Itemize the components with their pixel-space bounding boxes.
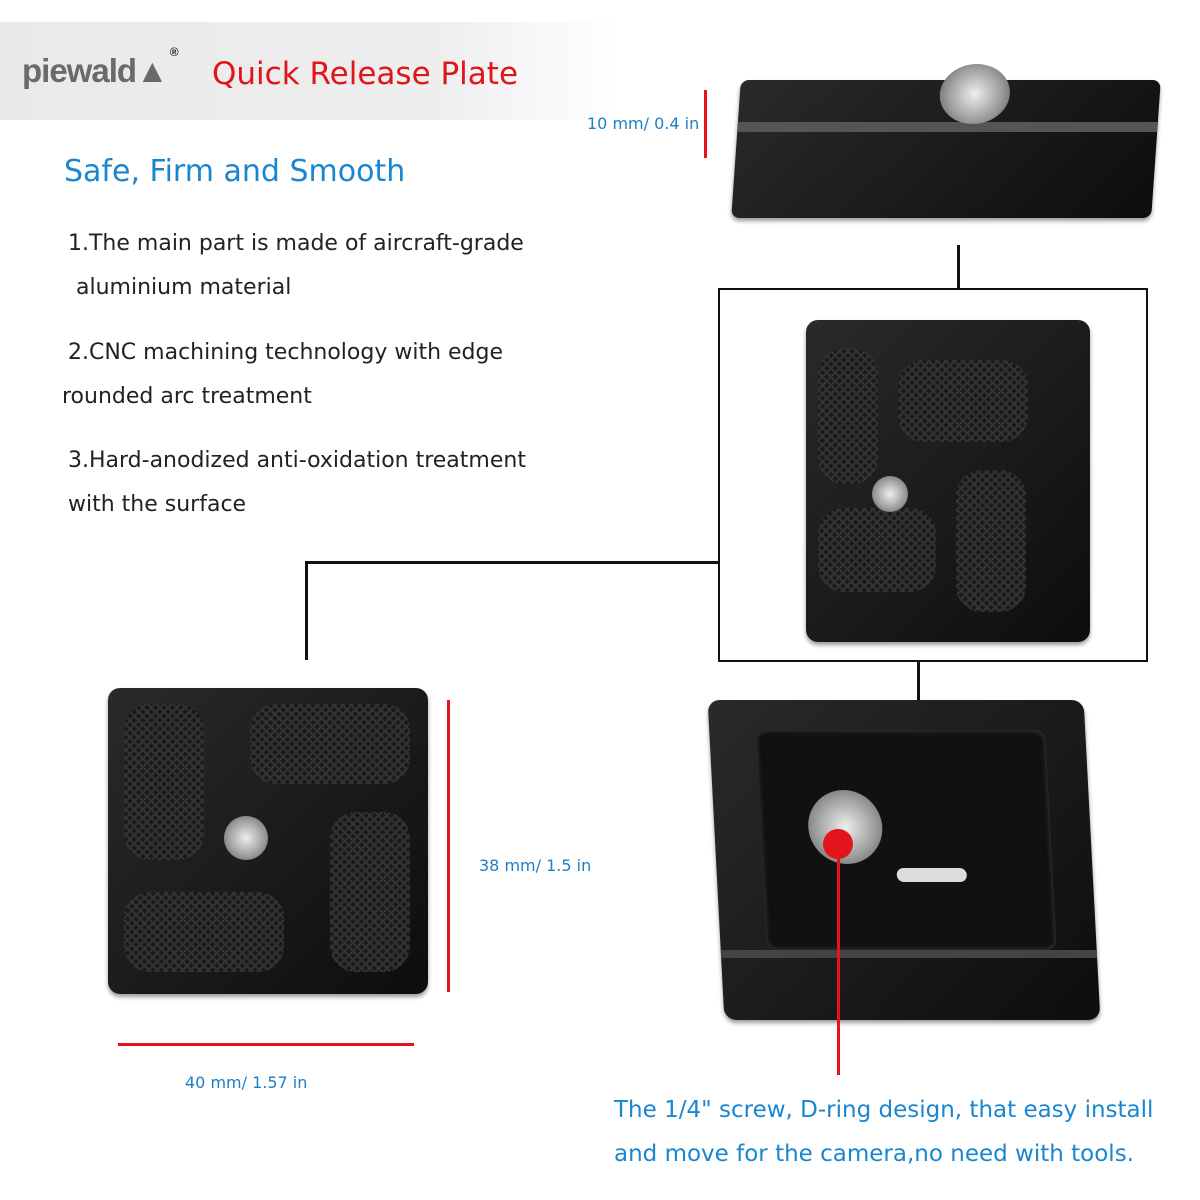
feature-3-line2: with the surface xyxy=(68,492,247,517)
subtitle: Safe, Firm and Smooth xyxy=(64,154,406,189)
screw-pointer-arrow xyxy=(837,845,840,1075)
header-band xyxy=(0,22,620,120)
feature-1-line2: aluminium material xyxy=(76,275,292,300)
connector-line xyxy=(917,661,920,703)
plate-side-view xyxy=(731,64,1161,218)
connector-line xyxy=(957,245,960,289)
registered-mark: ® xyxy=(169,45,179,59)
screw-icon xyxy=(224,816,268,860)
grip-pad xyxy=(818,348,878,484)
plate-top-view xyxy=(707,700,1101,1020)
feature-1: 1.The main part is made of aircraft-grad… xyxy=(68,222,524,310)
grip-pad xyxy=(330,812,410,972)
feature-2-line2: rounded arc treatment xyxy=(62,384,312,409)
mounting-slot xyxy=(896,868,968,882)
caption-line2: and move for the camera,no need with too… xyxy=(614,1141,1134,1167)
feature-3-line1: 3.Hard-anodized anti-oxidation treatment xyxy=(68,448,526,473)
plate-groove xyxy=(720,950,1098,958)
logo-text: piewald xyxy=(22,52,137,89)
height-label: 38 mm/ 1.5 in xyxy=(479,856,592,875)
grip-pad xyxy=(124,704,204,860)
grip-pad xyxy=(124,892,284,972)
detail-frame xyxy=(718,288,1148,662)
plate-groove xyxy=(737,122,1158,132)
connector-line xyxy=(305,561,308,660)
width-label: 40 mm/ 1.57 in xyxy=(185,1073,308,1092)
feature-1-line1: 1.The main part is made of aircraft-grad… xyxy=(68,231,524,256)
caption-line1: The 1/4" screw, D-ring design, that easy… xyxy=(614,1097,1154,1123)
screw-caption: The 1/4" screw, D-ring design, that easy… xyxy=(614,1088,1153,1176)
feature-3: 3.Hard-anodized anti-oxidation treatment… xyxy=(68,439,526,527)
grip-pad xyxy=(818,508,936,592)
feature-2-line1: 2.CNC machining technology with edge xyxy=(68,340,504,365)
width-arrow xyxy=(118,1043,414,1046)
thickness-label: 10 mm/ 0.4 in xyxy=(587,114,700,133)
grip-pad xyxy=(898,360,1028,442)
plate-bottom-view xyxy=(806,320,1090,642)
grip-pad xyxy=(250,704,410,784)
plate-front-view xyxy=(108,688,428,994)
feature-2: 2.CNC machining technology with edge rou… xyxy=(62,331,503,419)
screw-icon xyxy=(872,476,908,512)
grip-pad xyxy=(956,470,1026,612)
d-ring-icon xyxy=(937,64,1012,124)
product-title: Quick Release Plate xyxy=(212,56,519,92)
height-arrow xyxy=(447,700,450,992)
thickness-arrow xyxy=(704,90,707,158)
connector-line xyxy=(306,561,719,564)
brand-logo: piewald▲® xyxy=(22,45,179,89)
plate-recess xyxy=(755,730,1057,950)
